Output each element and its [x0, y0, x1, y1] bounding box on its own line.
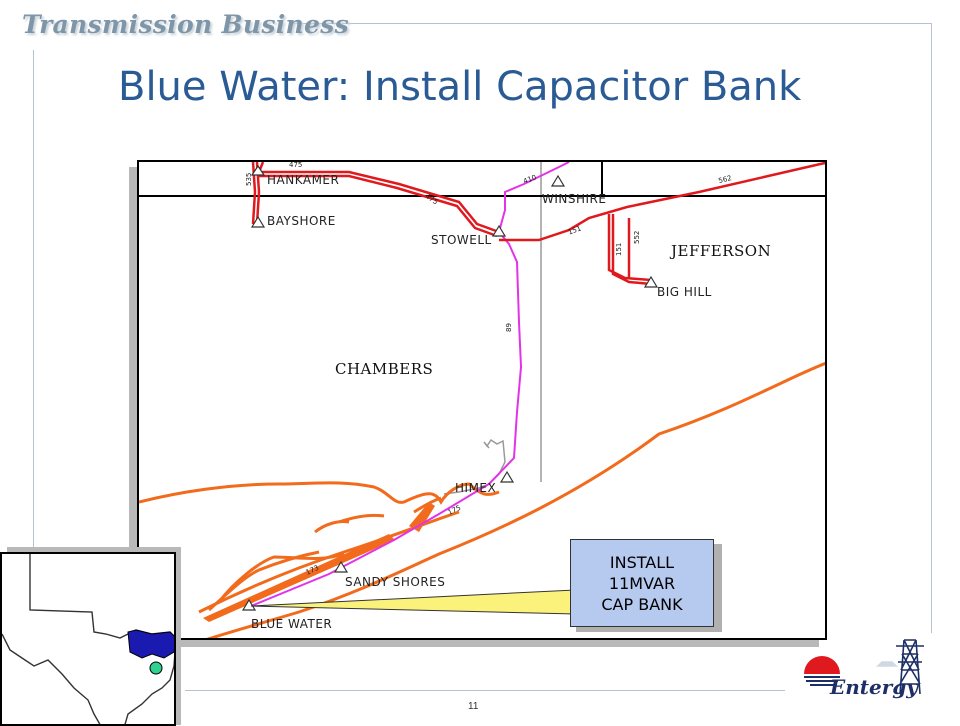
blue-water-label: BLUE WATER	[251, 617, 332, 631]
location-marker	[149, 661, 163, 675]
transmission-map: 475 535 475 410 151 562 151 552 89 175 1…	[137, 160, 827, 640]
svg-text:89: 89	[505, 323, 513, 332]
service-area-region	[127, 629, 174, 659]
svg-text:535: 535	[245, 173, 253, 186]
texas-inset-map	[0, 552, 176, 726]
svg-text:562: 562	[718, 174, 733, 185]
svg-text:151: 151	[615, 243, 623, 256]
entergy-logo: Entergy	[804, 639, 924, 699]
big-hill-marker	[643, 275, 659, 288]
county-boundaries	[139, 162, 825, 495]
page-title: Blue Water: Install Capacitor Bank	[118, 64, 802, 110]
bayshore-label: BAYSHORE	[267, 214, 336, 228]
bayshore-marker	[250, 215, 266, 228]
page-number: 11	[468, 701, 479, 712]
coastal-strip	[203, 502, 435, 622]
himex-marker	[499, 470, 515, 483]
big-hill-label: BIG HILL	[657, 285, 712, 299]
sandy-shores-marker	[333, 560, 349, 573]
svg-text:410: 410	[522, 173, 537, 185]
sandy-shores-label: SANDY SHORES	[345, 575, 445, 589]
callout-line-1: INSTALL	[609, 552, 675, 572]
frame-left-line	[33, 50, 34, 550]
logo-text: Entergy	[829, 675, 919, 699]
stowell-marker	[491, 224, 507, 237]
map-canvas: 475 535 475 410 151 562 151 552 89 175 1…	[139, 162, 825, 638]
texas-outline	[2, 554, 174, 724]
blue-water-marker	[241, 598, 257, 611]
frame-top-line	[292, 23, 932, 24]
winshire-marker	[550, 174, 566, 187]
capacitor-bank-callout: INSTALL 11MVAR CAP BANK	[570, 539, 714, 627]
svg-text:151: 151	[567, 224, 582, 236]
chambers-county-label: CHAMBERS	[335, 360, 433, 378]
svg-text:475: 475	[289, 162, 302, 169]
frame-bottom-line	[185, 690, 785, 691]
hankamer-label: HANKAMER	[267, 173, 339, 187]
brand-header: Transmission Business	[22, 10, 349, 39]
red-lines	[251, 162, 825, 286]
orange-lines	[139, 361, 825, 638]
winshire-label: WINSHIRE	[542, 192, 606, 206]
hankamer-marker	[250, 164, 266, 176]
substation-labels: HANKAMER BAYSHORE STOWELL WINSHIRE BIG H…	[251, 173, 712, 631]
magenta-line	[250, 162, 570, 607]
transmission-tower-icon	[876, 639, 924, 695]
callout-line-3: CAP BANK	[601, 594, 683, 614]
substation-markers	[241, 164, 659, 611]
himex-label: HIMEX	[455, 481, 496, 495]
svg-text:552: 552	[633, 231, 641, 244]
stowell-label: STOWELL	[431, 233, 492, 247]
frame-right-line	[931, 23, 932, 633]
callout-line-2: 11MVAR	[608, 573, 676, 593]
jefferson-county-label: JEFFERSON	[669, 242, 771, 260]
sun-icon	[804, 656, 840, 686]
